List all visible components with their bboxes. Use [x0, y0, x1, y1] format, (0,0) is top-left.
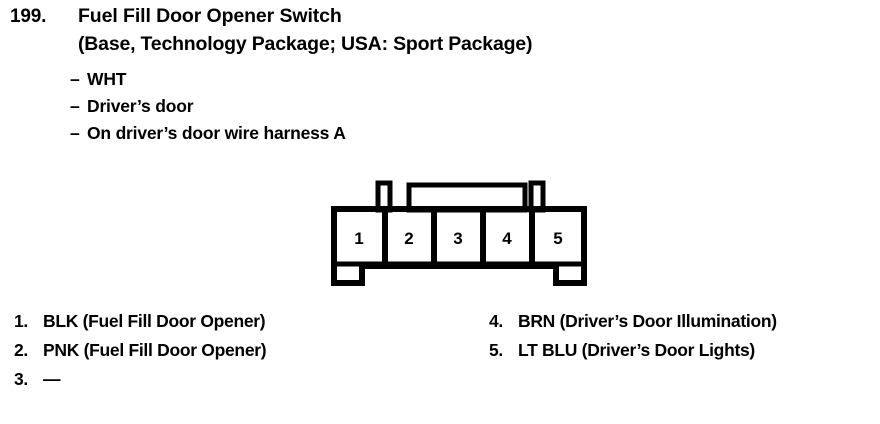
pin-numbers: 1 2 3 4 5 — [354, 229, 562, 248]
pin-legend-index: 1. — [14, 311, 28, 331]
subnote-text: WHT — [87, 69, 127, 89]
connector-top-tabs — [375, 180, 546, 213]
subnote-item: –Driver’s door — [70, 93, 670, 120]
pin-legend-index: 4. — [489, 311, 503, 331]
pin-number-5: 5 — [553, 229, 562, 248]
subnote-item: –WHT — [70, 66, 670, 93]
pin-number-4: 4 — [502, 229, 512, 248]
pin-legend-item: 1. BLK (Fuel Fill Door Opener) — [14, 307, 266, 336]
connector-diagram: 1 2 3 4 5 — [330, 180, 588, 286]
dash-bullet-icon: – — [70, 96, 80, 116]
pin-legend-text: PNK (Fuel Fill Door Opener) — [43, 340, 267, 360]
pin-number-1: 1 — [354, 229, 363, 248]
subnote-list: –WHT –Driver’s door –On driver’s door wi… — [70, 66, 670, 147]
pin-number-3: 3 — [453, 229, 462, 248]
pin-legend-index: 5. — [489, 340, 503, 360]
pin-legend-left-column: 1. BLK (Fuel Fill Door Opener) 2. PNK (Fue… — [14, 307, 267, 394]
subnote-text: On driver’s door wire harness A — [87, 123, 346, 143]
pin-number-2: 2 — [404, 229, 413, 248]
pin-legend: 1. BLK (Fuel Fill Door Opener) 2. PNK (Fue… — [0, 307, 880, 417]
pin-legend-item: 2. PNK (Fuel Fill Door Opener) — [14, 336, 267, 365]
pin-legend-item: 4. BRN (Driver’s Door Illumination) — [489, 307, 777, 336]
pin-legend-text: BRN (Driver’s Door Illumination) — [518, 311, 777, 331]
page-title-line-2: (Base, Technology Package; USA: Sport Pa… — [78, 33, 533, 55]
dash-bullet-icon: – — [70, 69, 80, 89]
dash-bullet-icon: – — [70, 123, 80, 143]
pin-legend-item: 5. LT BLU (Driver’s Door Lights) — [489, 336, 777, 365]
pin-legend-right-column: 4. BRN (Driver’s Door Illumination) 5. LT … — [489, 307, 777, 365]
page-title-line-1: Fuel Fill Door Opener Switch — [78, 5, 342, 27]
left-locking-tab — [375, 180, 393, 213]
pin-dividers — [382, 209, 535, 264]
pin-legend-text: LT BLU (Driver’s Door Lights) — [518, 340, 755, 360]
pin-legend-text: BLK (Fuel Fill Door Opener) — [43, 311, 266, 331]
subnote-item: –On driver’s door wire harness A — [70, 120, 670, 147]
pin-legend-index: 3. — [14, 369, 28, 389]
pin-legend-text: — — [43, 369, 61, 389]
right-locking-tab — [528, 180, 546, 213]
pin-legend-index: 2. — [14, 340, 28, 360]
subnote-text: Driver’s door — [87, 96, 194, 116]
pin-legend-item: 3. — — [14, 365, 266, 394]
item-number: 199. — [10, 6, 47, 27]
